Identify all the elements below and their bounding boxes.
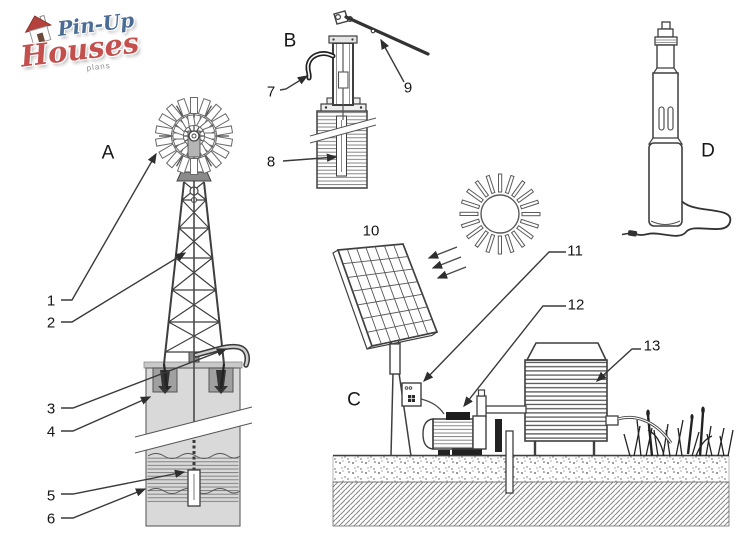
pump-base	[452, 448, 482, 455]
surface-pump-assembly	[422, 389, 527, 455]
intake-slot	[667, 106, 674, 131]
leader-6	[61, 488, 147, 519]
leader-8	[282, 153, 338, 162]
panel-pole	[389, 342, 401, 375]
section-label-b: B	[283, 30, 297, 52]
leader-1	[61, 152, 157, 301]
pump-neck	[656, 44, 675, 71]
section-label-c: C	[347, 389, 361, 411]
leader-11	[423, 251, 566, 383]
section-label-d: D	[701, 140, 715, 162]
pinup-houses-logo: Pin-Up Houses plans	[16, 0, 185, 95]
pump-head	[472, 415, 487, 450]
solar-panel	[332, 243, 439, 350]
windmill-wheel	[154, 97, 234, 175]
outlet-head	[657, 28, 674, 38]
charge-controller	[401, 382, 422, 407]
sunlight-arrows	[427, 246, 467, 279]
leader-5	[61, 469, 186, 495]
part-label-13: 13	[643, 337, 661, 355]
part-label-6: 6	[46, 510, 56, 528]
sun-icon	[459, 173, 541, 255]
hand-pump-diagram	[305, 10, 430, 189]
tank-dome	[525, 342, 608, 361]
casing-break	[309, 117, 377, 144]
depth-break	[134, 406, 253, 454]
part-label-5: 5	[46, 487, 56, 505]
ground	[332, 454, 730, 527]
leader-lines	[61, 38, 641, 519]
discharge-pipe	[476, 395, 487, 418]
leader-12	[463, 305, 566, 408]
leader-3	[61, 348, 228, 409]
leader-9	[380, 38, 405, 83]
logo-tagline: plans	[86, 60, 112, 73]
windmill-diagram	[134, 97, 253, 527]
leader-2	[61, 252, 187, 323]
ground-topsoil-stipple	[332, 455, 730, 483]
part-label-8: 8	[266, 153, 276, 171]
submersible-pump-diagram	[621, 21, 731, 237]
ground-subsoil-hatch	[332, 481, 730, 527]
motor-section	[648, 142, 683, 227]
motor-end-cap	[422, 418, 434, 450]
leader-13	[595, 348, 641, 382]
part-label-2: 2	[46, 314, 56, 332]
terminal-box	[446, 412, 470, 420]
part-label-7: 7	[266, 83, 276, 101]
part-label-10: 10	[362, 222, 380, 240]
leader-4	[61, 396, 152, 432]
cable-plug	[627, 230, 638, 237]
intake-slot	[658, 106, 665, 131]
part-label-12: 12	[567, 296, 585, 314]
part-label-1: 1	[46, 292, 56, 310]
section-label-a: A	[101, 142, 115, 164]
part-label-3: 3	[46, 400, 56, 418]
pump-screen-section	[652, 72, 679, 141]
house-logo-icon	[24, 14, 53, 46]
power-cable	[635, 198, 731, 237]
tower-anchor-pockets	[152, 367, 234, 394]
tank-body	[524, 359, 608, 442]
pressure-tank	[524, 342, 673, 456]
tank-outlet-fitting	[605, 415, 619, 426]
controller-cable	[420, 398, 445, 415]
motor-body	[432, 418, 474, 450]
grass	[623, 406, 734, 457]
pipe-to-tank	[485, 405, 527, 414]
part-label-4: 4	[46, 423, 56, 441]
pump-handle	[333, 10, 430, 56]
well-drop-pipe	[505, 430, 514, 494]
leader-7	[279, 75, 309, 91]
part-label-11: 11	[567, 242, 583, 260]
piston-valve	[337, 71, 349, 89]
check-valve	[495, 419, 502, 452]
part-label-9: 9	[403, 79, 413, 97]
